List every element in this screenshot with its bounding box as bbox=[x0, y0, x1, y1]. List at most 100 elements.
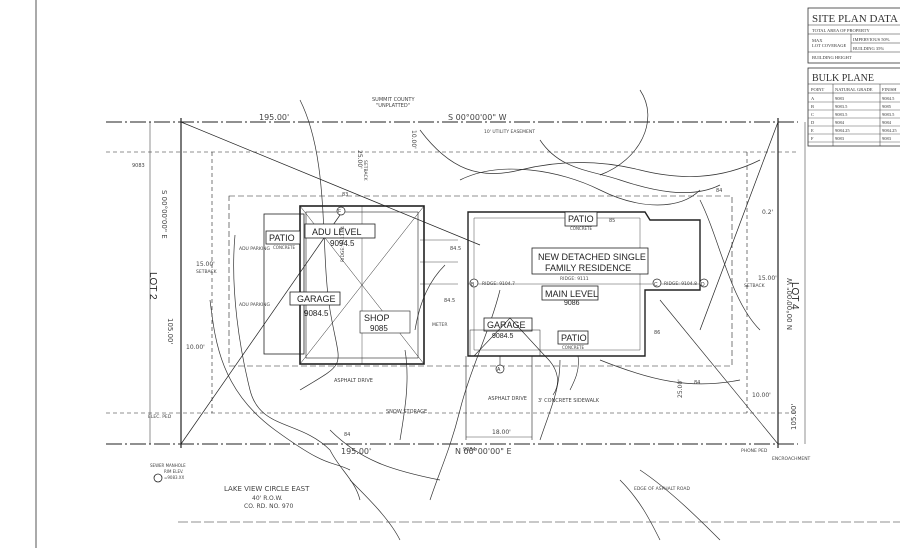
garage-main-label: GARAGE bbox=[487, 320, 526, 330]
bulk-cell: 9084.5 bbox=[882, 96, 895, 101]
bulk-cell: A bbox=[811, 96, 815, 101]
adu-parking-2: ADU PARKING bbox=[239, 302, 271, 308]
dist-02: 0.2' bbox=[762, 209, 774, 216]
bulk-header-finish: FINISH bbox=[882, 87, 897, 92]
garage-main-value: 9084.5 bbox=[492, 333, 514, 340]
bulk-cell: 9085 bbox=[882, 104, 892, 109]
adu-parking-1: ADU PARKING bbox=[239, 246, 271, 252]
bulk-cell: 9084.25 bbox=[882, 128, 897, 133]
driveway-width: 18.00' bbox=[492, 429, 511, 436]
adu-level-label: ADU LEVEL bbox=[312, 227, 362, 237]
adu-building bbox=[263, 205, 425, 365]
impervious-value: IMPERVIOUS 50% bbox=[853, 37, 890, 42]
road-name: LAKE VIEW CIRCLE EAST bbox=[224, 485, 310, 493]
adu-level-value: 9094.5 bbox=[330, 239, 355, 248]
bulk-header-point: POINT bbox=[811, 87, 825, 92]
ridge-adu: RIDGE: 9111.74 bbox=[340, 226, 346, 262]
bottom-bearing: N 00°00'00" E bbox=[455, 447, 512, 456]
contour-label-845: 84.5 bbox=[450, 246, 461, 252]
setback-label-right: SETBACK bbox=[744, 283, 766, 289]
building-height-label: BUILDING HEIGHT bbox=[812, 55, 852, 60]
point-d: D bbox=[701, 282, 705, 288]
bulk-cell: 9083 bbox=[835, 96, 845, 101]
bulk-cell: D bbox=[811, 120, 815, 125]
sewer-label-1: SEWER MANHOLE bbox=[150, 463, 186, 468]
setback-top: 25.00' bbox=[356, 150, 363, 169]
left-dim: 105.00' bbox=[166, 318, 174, 344]
patio-bottom-concrete: CONCRETE bbox=[562, 345, 584, 350]
bulk-plane-title: BULK PLANE bbox=[812, 73, 874, 84]
right-bearing: N 00°00'00" W bbox=[786, 278, 794, 330]
phone-ped: PHONE PED bbox=[741, 448, 768, 454]
property-boundary bbox=[106, 118, 900, 523]
patio-top-label: PATIO bbox=[568, 214, 594, 224]
bulk-cell: C bbox=[811, 112, 814, 117]
bulk-cell: 9084.25 bbox=[835, 128, 850, 133]
contour-label-9084: 9084 bbox=[463, 447, 476, 453]
road-row: 40' R.O.W. bbox=[252, 495, 283, 502]
garage-adu-label: GARAGE bbox=[297, 294, 336, 304]
patio-adu-label: PATIO bbox=[269, 233, 295, 243]
main-title-line2: FAMILY RESIDENCE bbox=[545, 263, 631, 273]
bulk-cell: F bbox=[811, 136, 814, 141]
driveway bbox=[420, 239, 579, 440]
summit-county-1: SUMMIT COUNTY bbox=[372, 97, 415, 103]
bulk-cell: 9083.5 bbox=[882, 112, 895, 117]
setback-10-top: 10.00' bbox=[410, 130, 417, 149]
bulk-cell: 9083 bbox=[882, 136, 892, 141]
contour-label-845b: 84.5 bbox=[444, 298, 455, 304]
bulk-cell: 9084 bbox=[835, 120, 845, 125]
sewer-manhole-icon bbox=[153, 473, 163, 483]
summit-county-2: "UNPLATTED" bbox=[376, 103, 410, 109]
meter-label: METER bbox=[432, 322, 447, 328]
bulk-cell: 9083 bbox=[835, 136, 845, 141]
asphalt-drive-1: ASPHALT DRIVE bbox=[334, 378, 373, 384]
lot-coverage-label: LOT COVERAGE bbox=[812, 43, 847, 48]
contour-label-85: 85 bbox=[609, 218, 615, 224]
contour-label-9083: 9083 bbox=[132, 163, 145, 169]
setback-10-right: 10.00' bbox=[752, 392, 771, 399]
max-label: MAX bbox=[812, 38, 823, 43]
right-dim: 105.00' bbox=[790, 404, 798, 430]
point-b: B bbox=[471, 282, 475, 288]
contour-label-86: 86 bbox=[654, 330, 660, 336]
bulk-cell: E bbox=[811, 128, 814, 133]
ridge-left: RIDGE: 9104.7 bbox=[482, 281, 515, 287]
asphalt-drive-2: ASPHALT DRIVE bbox=[488, 396, 527, 402]
point-c: C bbox=[654, 282, 658, 288]
shop-value: 9085 bbox=[370, 324, 388, 333]
sewer-label-2: RIM ELEV. bbox=[164, 469, 183, 474]
setback-10-left: 10.00' bbox=[186, 344, 205, 351]
setback-label-left: SETBACK bbox=[196, 269, 218, 275]
bulk-header-natural: NATURAL GRADE bbox=[835, 87, 873, 92]
lot-2-label: LOT 2 bbox=[147, 272, 158, 300]
bulk-cell: 9083.5 bbox=[835, 112, 848, 117]
main-title-line1: NEW DETACHED SINGLE bbox=[538, 252, 646, 262]
shop-label: SHOP bbox=[364, 313, 390, 323]
elec-ped: ELEC. PED bbox=[148, 414, 172, 420]
bulk-cell: B bbox=[811, 104, 814, 109]
site-plan-data-title: SITE PLAN DATA bbox=[812, 13, 898, 25]
setback-15-left: 15.00' bbox=[196, 261, 215, 268]
bulk-cell: 9083.5 bbox=[835, 104, 848, 109]
encroachment: ENCROACHMENT bbox=[772, 456, 811, 462]
point-a: A bbox=[497, 367, 501, 373]
setback-25-bottom: 25.00' bbox=[677, 379, 684, 398]
site-plan-data-table: SITE PLAN DATA TOTAL AREA OF PROPERTY MA… bbox=[807, 7, 900, 64]
edge-asphalt: EDGE OF ASPHALT ROAD bbox=[634, 486, 690, 492]
top-dim: 195.00' bbox=[259, 113, 289, 122]
main-level-value: 9086 bbox=[564, 300, 580, 307]
snow-storage: SNOW STORAGE bbox=[386, 409, 427, 415]
building-value: BUILDING 35% bbox=[853, 46, 884, 51]
patio-bottom-label: PATIO bbox=[561, 333, 587, 343]
main-residence bbox=[467, 211, 709, 374]
left-bearing: S 00°00'00" E bbox=[160, 190, 168, 239]
contour-lines bbox=[209, 89, 761, 541]
lot-4-label: LOT 4 bbox=[789, 282, 800, 310]
contour-label-84: 84 bbox=[716, 188, 722, 194]
setback-label-top: SETBACK bbox=[362, 160, 368, 182]
contour-label-83: 83 bbox=[342, 192, 348, 198]
bulk-plane-table: BULK PLANE POINT NATURAL GRADE FINISH A 9… bbox=[807, 67, 900, 147]
